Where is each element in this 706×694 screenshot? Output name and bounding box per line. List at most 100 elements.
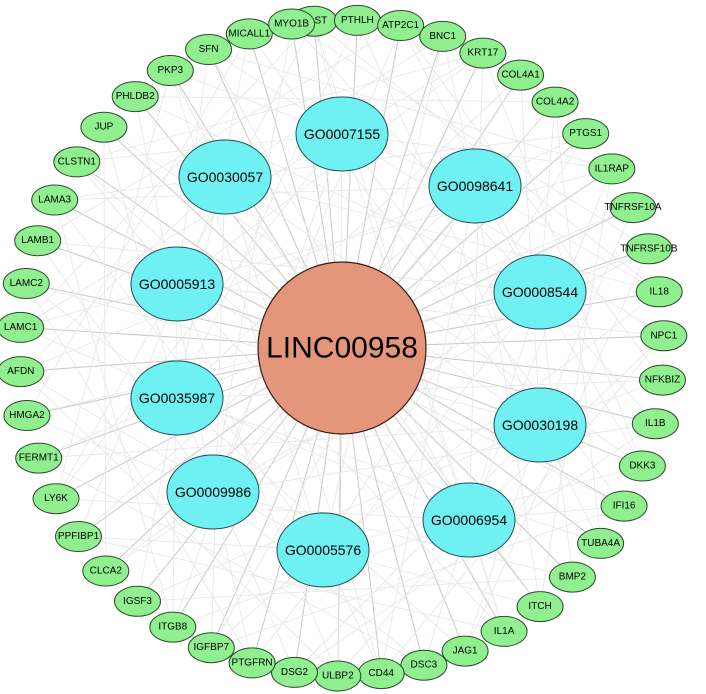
gene-node-il1a[interactable]: IL1A <box>480 615 528 647</box>
edge-go-gene <box>78 176 226 537</box>
gene-node-igfbp7[interactable]: IGFBP7 <box>187 632 235 664</box>
gene-ellipse <box>271 656 318 688</box>
edge-go-gene <box>357 20 541 426</box>
edge-go-gene <box>37 240 214 493</box>
gene-ellipse <box>111 81 159 113</box>
gene-node-il18[interactable]: IL18 <box>635 276 683 308</box>
gene-node-col4a2[interactable]: COL4A2 <box>531 86 579 118</box>
edge-go-gene <box>20 326 470 521</box>
gene-ellipse <box>600 490 648 522</box>
edge-go-gene <box>176 283 339 677</box>
go-node-go0030057[interactable]: GO0030057 <box>178 139 272 215</box>
gene-node-il1rap[interactable]: IL1RAP <box>588 153 636 185</box>
gene-ellipse <box>268 8 316 40</box>
gene-node-ifi16[interactable]: IFI16 <box>600 490 648 522</box>
edge-gene-gene <box>20 20 315 328</box>
go-node-go0030198[interactable]: GO0030198 <box>493 387 587 463</box>
gene-node-bmp2[interactable]: BMP2 <box>548 561 596 593</box>
go-node-go0098641[interactable]: GO0098641 <box>428 148 522 224</box>
go-node-go0035987[interactable]: GO0035987 <box>130 360 224 436</box>
edge-go-gene <box>380 185 476 674</box>
go-label: GO0007155 <box>304 126 380 142</box>
gene-node-nfkbiz[interactable]: NFKBIZ <box>639 364 686 396</box>
gene-node-pkp3[interactable]: PKP3 <box>146 55 194 86</box>
go-ellipse <box>493 254 587 330</box>
go-ellipse <box>130 360 224 436</box>
edge-go-gene <box>341 133 664 337</box>
gene-ellipse <box>548 561 596 593</box>
gene-node-clca2[interactable]: CLCA2 <box>82 555 130 587</box>
gene-node-igsf3[interactable]: IGSF3 <box>114 585 161 617</box>
gene-node-ptgs1[interactable]: PTGS1 <box>562 118 610 150</box>
gene-node-ly6k[interactable]: LY6K <box>32 483 80 515</box>
gene-node-atp2c1[interactable]: ATP2C1 <box>377 10 425 41</box>
gene-node-phldb2[interactable]: PHLDB2 <box>111 81 159 113</box>
gene-label: BNC1 <box>429 31 456 42</box>
hub-ellipse <box>257 261 427 435</box>
gene-node-clstn1[interactable]: CLSTN1 <box>53 146 101 178</box>
gene-node-tuba4a[interactable]: TUBA4A <box>577 527 625 559</box>
gene-node-tnfrsf10a[interactable]: TNFRSF10A <box>604 192 662 224</box>
edge-gene-gene <box>211 505 625 649</box>
gene-node-lamb1[interactable]: LAMB1 <box>14 225 62 257</box>
edge-go-gene <box>176 397 601 544</box>
gene-node-lamc1[interactable]: LAMC1 <box>0 311 45 343</box>
gene-node-dsc3[interactable]: DSC3 <box>400 649 448 681</box>
edge-go-gene <box>176 379 663 399</box>
gene-label: IL1A <box>494 626 515 637</box>
go-label: GO0035987 <box>139 390 215 406</box>
gene-label: IGFBP7 <box>194 642 230 653</box>
gene-node-jup[interactable]: JUP <box>80 111 128 143</box>
gene-node-fermt1[interactable]: FERMT1 <box>15 442 63 474</box>
gene-node-hmga2[interactable]: HMGA2 <box>3 400 51 431</box>
gene-node-itch[interactable]: ITCH <box>516 591 564 623</box>
edge-go-gene <box>224 133 586 178</box>
go-node-go0005913[interactable]: GO0005913 <box>130 246 224 322</box>
gene-ellipse <box>562 118 610 150</box>
gene-node-cd44[interactable]: CD44 <box>357 658 405 690</box>
gene-ellipse <box>146 55 194 86</box>
go-node-go0006954[interactable]: GO0006954 <box>422 482 516 558</box>
gene-node-lama3[interactable]: LAMA3 <box>31 184 79 216</box>
gene-node-lamc2[interactable]: LAMC2 <box>2 268 50 299</box>
gene-node-tnfrsf10b[interactable]: TNFRSF10B <box>620 233 678 265</box>
go-node-go0005576[interactable]: GO0005576 <box>276 512 370 588</box>
gene-ellipse <box>2 268 50 299</box>
go-label: GO0005576 <box>285 542 361 558</box>
edge-go-gene <box>176 168 612 285</box>
gene-ellipse <box>625 233 673 265</box>
gene-label: FERMT1 <box>19 453 59 464</box>
gene-label: IL1B <box>645 418 666 429</box>
gene-node-dsg2[interactable]: DSG2 <box>271 656 318 688</box>
gene-label: IFI16 <box>613 501 636 512</box>
gene-node-col4a1[interactable]: COL4A1 <box>497 59 545 91</box>
gene-ellipse <box>14 225 62 257</box>
gene-node-dkk3[interactable]: DKK3 <box>618 450 666 482</box>
go-node-go0007155[interactable]: GO0007155 <box>295 96 389 172</box>
hub-node[interactable]: LINC00958 <box>257 261 427 435</box>
gene-node-micall1[interactable]: MICALL1 <box>225 18 273 50</box>
edge-go-gene <box>20 133 343 328</box>
gene-node-bnc1[interactable]: BNC1 <box>419 20 467 52</box>
gene-node-myo1b[interactable]: MYO1B <box>268 8 316 40</box>
gene-node-krt17[interactable]: KRT17 <box>459 37 507 69</box>
gene-node-sfn[interactable]: SFN <box>185 34 233 65</box>
gene-node-ulbp2[interactable]: ULBP2 <box>314 660 362 692</box>
gene-node-npc1[interactable]: NPC1 <box>640 320 688 352</box>
gene-label: NPC1 <box>650 330 677 341</box>
go-node-go0009986[interactable]: GO0009986 <box>166 454 260 530</box>
gene-ellipse <box>185 34 233 65</box>
gene-label: DSG2 <box>281 667 309 678</box>
gene-label: DSC3 <box>411 660 438 671</box>
gene-node-ppfibp1[interactable]: PPFIBP1 <box>55 521 102 552</box>
gene-node-il1b[interactable]: IL1B <box>631 408 679 440</box>
gene-node-pthlh[interactable]: PTHLH <box>333 4 381 36</box>
gene-node-jag1[interactable]: JAG1 <box>441 635 489 667</box>
gene-label: TUBA4A <box>581 538 620 549</box>
gene-node-itgb8[interactable]: ITGB8 <box>149 611 197 643</box>
gene-node-afdn[interactable]: AFDN <box>0 356 45 388</box>
gene-ellipse <box>631 408 679 440</box>
gene-node-ptgfrn[interactable]: PTGFRN <box>228 647 276 679</box>
edge-gene-gene <box>554 102 602 544</box>
go-node-go0008544[interactable]: GO0008544 <box>493 254 587 330</box>
